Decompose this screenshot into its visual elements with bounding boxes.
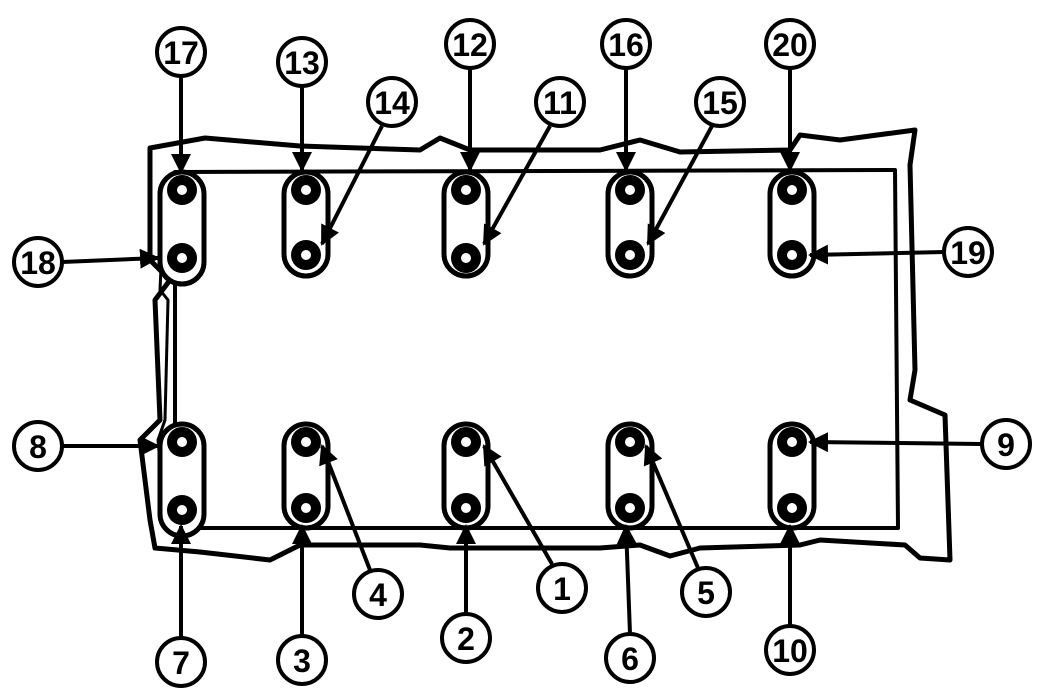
- callout-1: 1: [536, 562, 588, 614]
- callout-18: 18: [12, 236, 64, 288]
- callout-4: 4: [352, 568, 404, 620]
- callout-number: 8: [29, 429, 47, 465]
- bolt-hole-center: [177, 253, 187, 263]
- callout-circle: [604, 632, 656, 684]
- callout-circle: [276, 36, 328, 88]
- callout-circle: [155, 636, 207, 688]
- callout-number: 3: [293, 643, 311, 679]
- callout-number: 1: [553, 571, 571, 607]
- bolt-hole-center: [461, 185, 471, 195]
- callout-circle: [12, 236, 64, 288]
- bottom-bolt-row: [157, 421, 817, 539]
- callout-number: 14: [374, 85, 410, 121]
- callout-number: 19: [950, 235, 986, 271]
- leader-arrow-14: [320, 125, 384, 246]
- callout-circle: [534, 76, 586, 128]
- callout-circle: [440, 612, 492, 664]
- callout-14: 14: [366, 76, 418, 128]
- callout-circle: [980, 418, 1032, 470]
- bolt-holes: [167, 175, 807, 525]
- bolt-hole-center: [461, 437, 471, 447]
- callout-number: 4: [369, 577, 387, 613]
- callout-17: 17: [155, 26, 207, 78]
- leader-arrow-1: [482, 444, 554, 565]
- bolt-hole-center: [787, 185, 797, 195]
- leader-arrow-9: [808, 432, 983, 453]
- callout-16: 16: [600, 18, 652, 70]
- callout-3: 3: [276, 634, 328, 686]
- bolt-hole-center: [787, 437, 797, 447]
- leader-arrow-19: [808, 244, 945, 265]
- callout-10: 10: [764, 624, 816, 676]
- callout-circle: [276, 634, 328, 686]
- callout-12: 12: [444, 18, 496, 70]
- callout-19: 19: [942, 226, 994, 278]
- callout-15: 15: [694, 76, 746, 128]
- leader-arrow-4: [319, 444, 372, 571]
- callout-circle: [694, 76, 746, 128]
- callout-circle: [536, 562, 588, 614]
- callout-number: 12: [452, 27, 488, 63]
- bolt-hole-center: [461, 503, 471, 513]
- callout-number: 9: [997, 427, 1015, 463]
- leader-arrow-18: [61, 248, 160, 269]
- bolt-hole-center: [461, 253, 471, 263]
- gasket-inner-outline: [173, 168, 900, 530]
- bolt-hole-center: [787, 503, 797, 513]
- callout-20: 20: [764, 18, 816, 70]
- leader-arrow-6: [616, 524, 637, 635]
- callout-number: 15: [702, 85, 738, 121]
- callout-circle: [12, 420, 64, 472]
- bolt-hole-center: [301, 250, 311, 260]
- callout-circle: [680, 566, 732, 618]
- callout-circle: [764, 624, 816, 676]
- callout-13: 13: [276, 36, 328, 88]
- callout-number: 10: [772, 633, 808, 669]
- callout-circle: [155, 26, 207, 78]
- bolt-hole-center: [177, 185, 187, 195]
- callout-number: 13: [284, 45, 320, 81]
- callout-11: 11: [534, 76, 586, 128]
- callout-number: 18: [20, 245, 56, 281]
- callout-circle: [942, 226, 994, 278]
- bolt-hole-center: [177, 437, 187, 447]
- callout-circle: [600, 18, 652, 70]
- bolt-hole-center: [787, 250, 797, 260]
- leader-arrow-5: [643, 444, 700, 569]
- callout-number: 6: [621, 641, 639, 677]
- callout-number: 20: [772, 27, 808, 63]
- callout-number: 11: [543, 85, 577, 121]
- leader-arrows: [61, 68, 983, 638]
- callout-number: 17: [163, 35, 199, 71]
- leader-arrow-11: [482, 125, 552, 246]
- callout-5: 5: [680, 566, 732, 618]
- callout-number: 7: [172, 645, 190, 681]
- callout-number: 2: [457, 621, 475, 657]
- bolt-hole-center: [301, 503, 311, 513]
- callout-number: 5: [697, 575, 715, 611]
- callout-circle: [444, 18, 496, 70]
- callout-number: 16: [608, 27, 644, 63]
- bolt-hole-center: [625, 185, 635, 195]
- callout-6: 6: [604, 632, 656, 684]
- bolt-hole-center: [625, 250, 635, 260]
- bolt-hole-center: [177, 505, 187, 515]
- callout-circle: [366, 76, 418, 128]
- callout-circle: [764, 18, 816, 70]
- leader-arrow-15: [646, 125, 714, 246]
- top-bolt-row: [157, 169, 817, 287]
- callout-2: 2: [440, 612, 492, 664]
- bolt-hole-center: [625, 503, 635, 513]
- callout-9: 9: [980, 418, 1032, 470]
- callout-circle: [352, 568, 404, 620]
- bolt-hole-center: [301, 185, 311, 195]
- bolt-hole-center: [625, 437, 635, 447]
- callout-7: 7: [155, 636, 207, 688]
- casting-outline: [137, 127, 953, 563]
- bolt-hole-center: [301, 437, 311, 447]
- callout-8: 8: [12, 420, 64, 472]
